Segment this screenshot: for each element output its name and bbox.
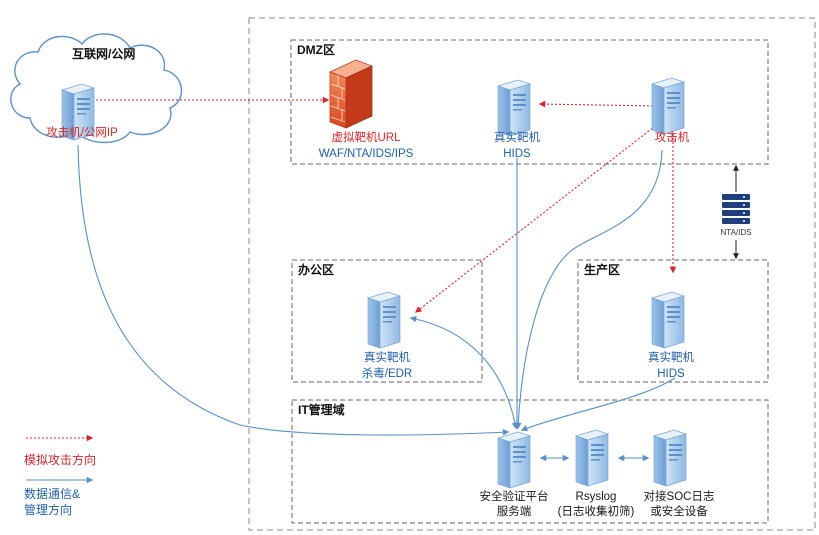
platform-server-icon[interactable] xyxy=(497,431,531,489)
office-target-server-icon[interactable] xyxy=(367,291,401,349)
internet-attacker-label: 攻击机/公网IP xyxy=(46,125,118,139)
rsyslog-server-icon[interactable] xyxy=(575,429,609,487)
prod-target-label: 真实靶机 xyxy=(648,350,694,364)
prod-target-sublabel: HIDS xyxy=(657,368,685,380)
nta-ids-label: NTA/IDS xyxy=(721,228,752,237)
legend-attack-label: 模拟攻击方向 xyxy=(24,452,96,467)
prod-target-server-icon[interactable] xyxy=(651,291,685,349)
production-zone xyxy=(577,259,769,383)
dmz-target-sublabel: HIDS xyxy=(503,148,531,160)
internet-cloud xyxy=(10,33,183,144)
office-target-sublabel: 杀毒/EDR xyxy=(362,366,412,380)
legend: 模拟攻击方向 数据通信& 管理方向 xyxy=(24,434,96,517)
data-line-prod-to-platform xyxy=(520,377,676,432)
office-target-label: 真实靶机 xyxy=(364,350,410,364)
virtual-target-sublabel: WAF/NTA/IDS/IPS xyxy=(319,148,414,160)
production-zone-title: 生产区 xyxy=(584,262,620,277)
enterprise-boundary xyxy=(248,17,816,531)
soc-sublabel: 或安全设备 xyxy=(650,504,708,518)
it-zone-title: IT管理域 xyxy=(298,402,345,417)
dmz-target-label: 真实靶机 xyxy=(494,130,540,144)
dmz-attacker-label: 攻击机 xyxy=(655,130,690,144)
legend-data-label-line2: 管理方向 xyxy=(24,502,72,517)
attack-line-to-office-target xyxy=(414,115,669,313)
rsyslog-sublabel: (日志收集初筛) xyxy=(558,504,635,518)
platform-label: 安全验证平台 xyxy=(480,489,549,503)
dmz-attacker-server-icon[interactable] xyxy=(651,77,685,135)
virtual-target-label: 虚拟靶机URL xyxy=(331,130,401,144)
dmz-target-server-icon[interactable] xyxy=(497,79,531,137)
soc-server-icon[interactable] xyxy=(653,429,687,487)
dmz-zone-title: DMZ区 xyxy=(297,43,335,57)
data-line-dmz-attacker-to-platform xyxy=(514,149,663,430)
data-line-internet-to-platform xyxy=(77,144,510,436)
attack-line-to-dmz-target xyxy=(538,100,658,108)
soc-label: 对接SOC日志 xyxy=(644,489,715,503)
appliance-icon[interactable] xyxy=(722,194,750,224)
data-line-office-to-platform xyxy=(409,315,519,430)
platform-sublabel: 服务端 xyxy=(497,504,532,518)
it-zone xyxy=(291,399,769,524)
firewall-icon[interactable] xyxy=(329,59,373,129)
rsyslog-label: Rsyslog xyxy=(576,491,617,503)
internet-zone-title: 互联网/公网 xyxy=(72,47,135,61)
office-zone-title: 办公区 xyxy=(298,262,334,277)
dmz-zone xyxy=(290,39,769,165)
legend-data-label-line1: 数据通信& xyxy=(24,486,80,501)
